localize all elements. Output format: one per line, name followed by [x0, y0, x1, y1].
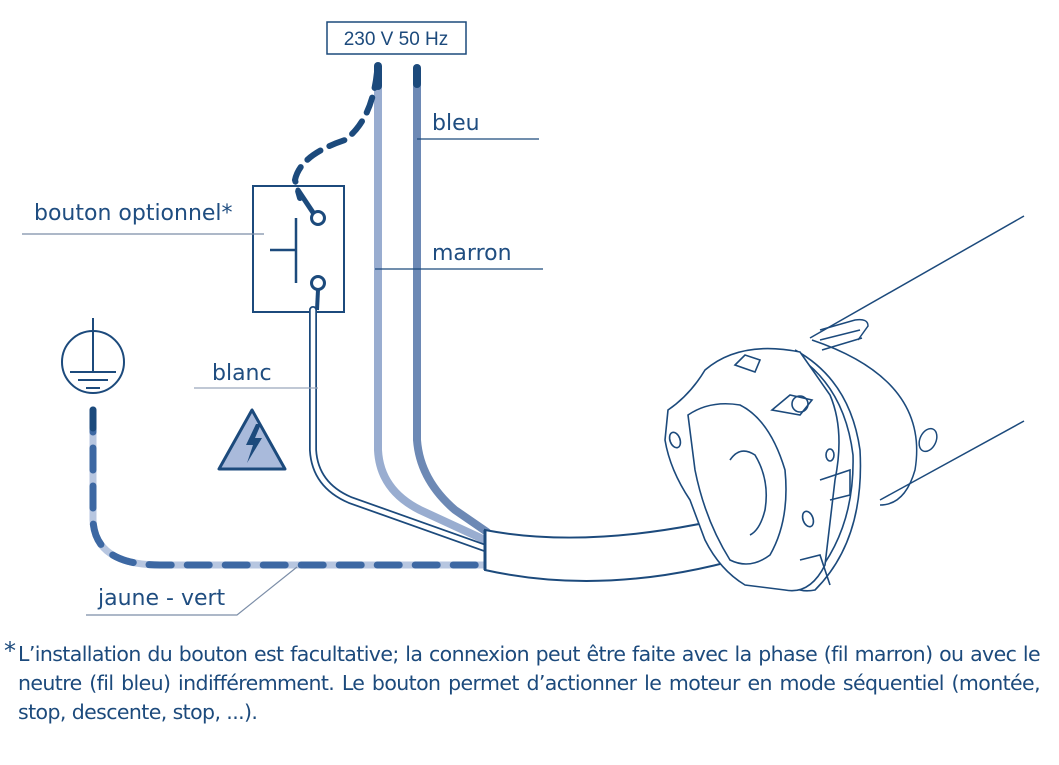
earth-ground-icon — [61, 318, 125, 394]
high-voltage-warning-icon — [217, 408, 287, 471]
footnote-marker: * — [4, 637, 16, 665]
earth-wire-label-leader — [86, 566, 298, 616]
blue-wire — [413, 76, 491, 536]
footnote-text: L’installation du bouton est facultative… — [18, 642, 1041, 724]
power-supply-box: 230 V 50 Hz — [326, 21, 467, 55]
white-wire-inner — [310, 307, 488, 551]
blue-wire-label: bleu — [432, 111, 480, 136]
optional-button-switch — [252, 185, 345, 313]
wiring-diagram: 230 V 50 Hz bouton optionnel* blanc bleu… — [22, 21, 1025, 616]
earth-wire-dashes — [89, 406, 489, 569]
motor-head-icon — [664, 347, 862, 592]
earth-wire-label: jaune - vert — [97, 586, 226, 611]
switch-supply-dashed-wire — [291, 69, 380, 201]
white-wire-label: blanc — [212, 361, 272, 386]
power-supply-label: 230 V 50 Hz — [344, 29, 449, 50]
earth-wire-base — [89, 410, 485, 569]
motor-tube — [809, 215, 1025, 506]
button-label: bouton optionnel* — [34, 201, 233, 226]
footnote: * L’installation du bouton est facultati… — [0, 637, 1041, 727]
brown-wire-label: marron — [432, 241, 512, 266]
brown-wire — [374, 76, 489, 544]
